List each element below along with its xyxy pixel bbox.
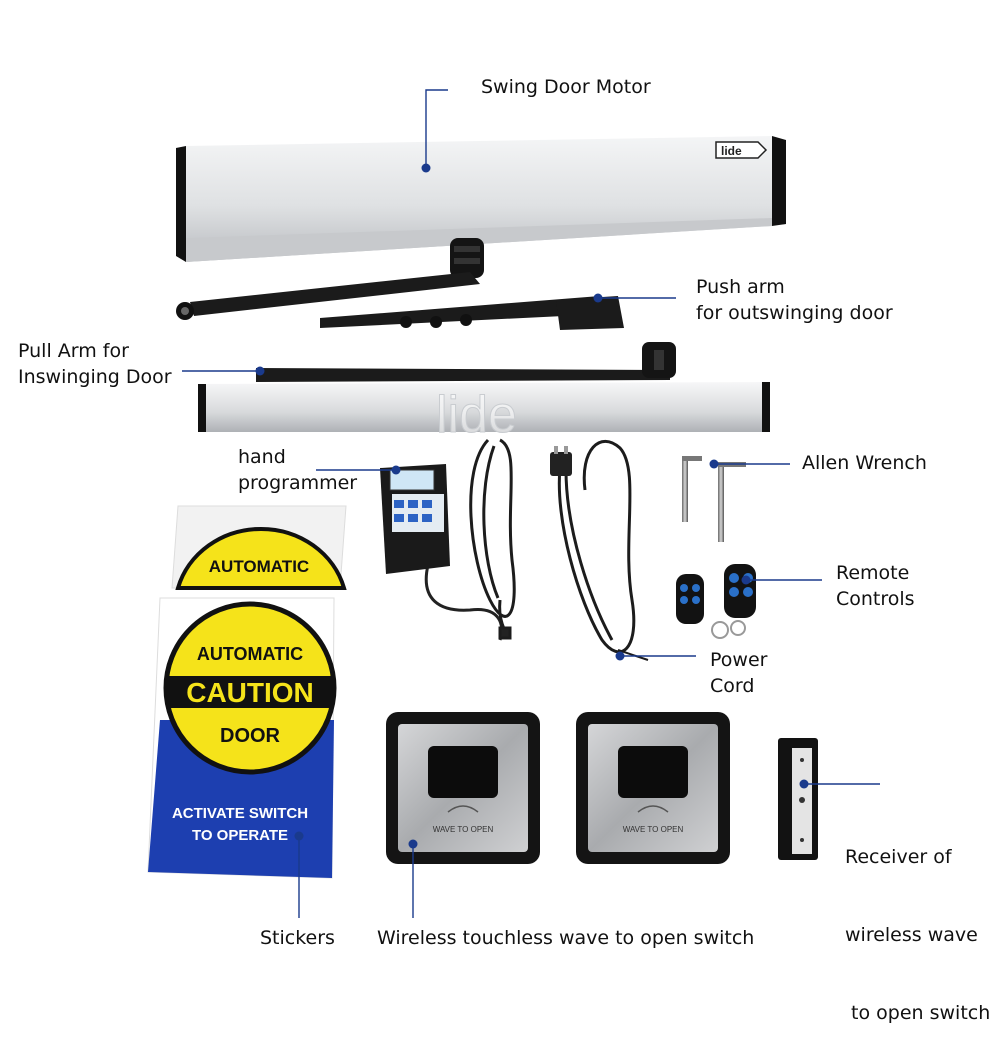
label-allen-wrench: Allen Wrench — [802, 452, 927, 474]
sticker-circle-top: AUTOMATIC — [197, 644, 303, 664]
allen-wrenches — [682, 456, 746, 542]
wave-label-left: WAVE TO OPEN — [433, 825, 494, 834]
watermark: lide — [436, 386, 517, 444]
push-arm — [176, 238, 624, 330]
label-remote-controls: Remote Controls — [836, 562, 915, 610]
sticker-caution: CAUTION — [186, 677, 314, 708]
label-push-arm: Push arm for outswinging door — [696, 276, 893, 324]
wave-switch-left: WAVE TO OPEN — [386, 712, 540, 864]
remote-controls — [676, 564, 756, 639]
sticker-blue-line1: ACTIVATE SWITCH — [172, 805, 308, 822]
product-diagram: lide lide — [147, 89, 880, 918]
sticker-top-text: AUTOMATIC — [209, 557, 309, 576]
label-wave-switch: Wireless touchless wave to open switch — [377, 927, 755, 949]
stickers: AUTOMATIC AUTOMATIC CAUTION DOOR ACTIVAT… — [147, 505, 347, 879]
leader-dots — [255, 163, 809, 849]
svg-text:lide: lide — [721, 144, 742, 158]
wave-label-right: WAVE TO OPEN — [623, 825, 684, 834]
label-stickers: Stickers — [260, 927, 335, 949]
motor-logo-badge: lide — [715, 141, 768, 159]
leader-lines — [182, 89, 880, 918]
wave-switch-right: WAVE TO OPEN — [576, 712, 730, 864]
pull-arm-track: lide — [198, 342, 770, 445]
label-power-cord: Power Cord — [710, 649, 768, 697]
label-swing-door-motor: Swing Door Motor — [481, 76, 651, 98]
label-hand-programmer: hand programmer — [238, 446, 358, 494]
hand-programmer — [380, 464, 504, 641]
coiled-cable — [469, 438, 516, 640]
swing-door-motor: lide — [176, 136, 786, 262]
receiver — [778, 738, 818, 860]
label-receiver: Receiver of wireless wave to open switch — [845, 846, 991, 1024]
label-pull-arm: Pull Arm for Inswinging Door — [18, 340, 172, 388]
sticker-blue-line2: TO OPERATE — [192, 827, 288, 844]
power-cord — [550, 440, 649, 661]
sticker-door: DOOR — [220, 725, 281, 747]
